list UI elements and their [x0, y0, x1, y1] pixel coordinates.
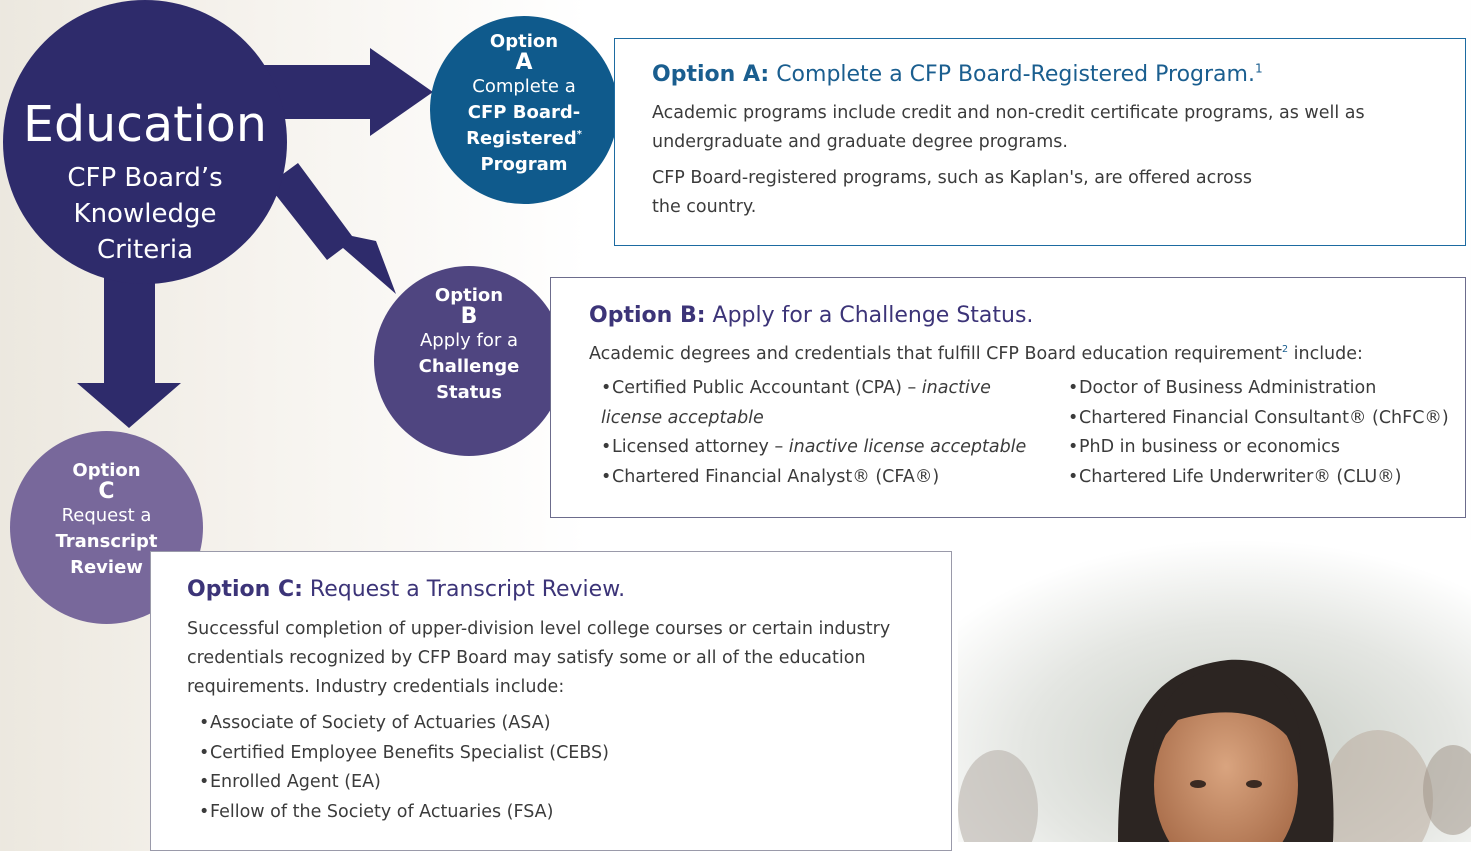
option-b-circle: Option B Apply for a Challenge Status: [374, 266, 564, 456]
list-item: Doctor of Business Administration: [1068, 374, 1463, 404]
text-line: CFP Board-registered programs, such as K…: [652, 168, 1252, 188]
option-a-box: Option A: Complete a CFP Board-Registere…: [614, 38, 1466, 246]
list-item: Chartered Financial Consultant® (ChFC®): [1068, 404, 1463, 434]
list-item: Licensed attorney – inactive license acc…: [601, 433, 1061, 463]
option-c-label: Option: [72, 460, 141, 481]
option-b-label: Option: [434, 285, 504, 306]
option-b-title: Option B: Apply for a Challenge Status.: [589, 302, 1033, 330]
list-item-text: Licensed attorney –: [612, 437, 789, 457]
education-subtitle-line: Knowledge: [73, 199, 217, 229]
list-item: Fellow of the Society of Actuaries (FSA): [199, 798, 609, 828]
list-item-emphasis: inactive: [921, 378, 991, 398]
option-a-circle: Option A Complete a CFP Board- Registere…: [430, 16, 618, 204]
education-subtitle: CFP Board’s Knowledge Criteria: [3, 160, 287, 268]
option-b-intro-text: Academic degrees and credentials that fu…: [589, 344, 1282, 364]
text-line: the country.: [652, 197, 757, 217]
option-b-line: Status: [436, 382, 502, 403]
list-item: PhD in business or economics: [1068, 433, 1463, 463]
option-a-line: CFP Board-: [467, 102, 581, 123]
option-c-paragraph: Successful completion of upper-division …: [187, 615, 890, 702]
list-item: Enrolled Agent (EA): [199, 768, 609, 798]
arrow-to-option-a: [250, 48, 433, 136]
option-b-list-right: Doctor of Business Administration Charte…: [1068, 374, 1463, 492]
option-c-title: Option C: Request a Transcript Review.: [187, 576, 625, 604]
list-item-text: Certified Public Accountant (CPA) –: [612, 378, 922, 398]
option-a-paragraph-1: Academic programs include credit and non…: [652, 99, 1365, 157]
option-c-line: Review: [70, 557, 143, 578]
education-subtitle-line: CFP Board’s: [67, 163, 223, 193]
text-line: Successful completion of upper-division …: [187, 619, 891, 639]
option-b-title-prefix: Option B:: [589, 303, 706, 328]
option-a-line: Registered*: [430, 126, 618, 152]
list-item: Certified Employee Benefits Specialist (…: [199, 739, 609, 769]
footnote-1: 1: [1254, 61, 1263, 76]
list-item: Chartered Life Underwriter® (CLU®): [1068, 463, 1463, 493]
education-circle: Education CFP Board’s Knowledge Criteria: [3, 0, 287, 284]
list-item: Associate of Society of Actuaries (ASA): [199, 709, 609, 739]
list-item: Chartered Financial Analyst® (CFA®): [601, 463, 1061, 493]
option-a-paragraph-2: CFP Board-registered programs, such as K…: [652, 164, 1252, 222]
text-line: credentials recognized by CFP Board may …: [187, 648, 866, 668]
option-a-line: Complete a: [472, 76, 576, 97]
option-a-letter: A: [515, 50, 533, 75]
student-photo: [958, 540, 1471, 842]
option-b-line: Apply for a: [419, 330, 519, 351]
text-line: undergraduate and graduate degree progra…: [652, 132, 1068, 152]
option-c-letter: C: [98, 479, 115, 504]
option-b-list-left: Certified Public Accountant (CPA) – inac…: [601, 374, 1061, 492]
option-a-title-text: Complete a CFP Board-Registered Program.: [776, 62, 1255, 87]
option-c-title-prefix: Option C:: [187, 577, 303, 602]
option-a-title: Option A: Complete a CFP Board-Registere…: [652, 61, 1263, 89]
student-photo-illustration: [958, 540, 1471, 842]
list-item-text: Chartered Financial Analyst® (CFA®): [612, 466, 940, 487]
option-a-asterisk: *: [576, 129, 582, 140]
option-c-list: Associate of Society of Actuaries (ASA) …: [199, 709, 609, 827]
list-item-emphasis: license acceptable: [601, 407, 764, 428]
option-c-box: Option C: Request a Transcript Review. S…: [150, 551, 952, 851]
list-item: Certified Public Accountant (CPA) – inac…: [601, 374, 1061, 433]
education-subtitle-line: Criteria: [96, 235, 194, 265]
option-a-line: Program: [480, 154, 568, 175]
option-a-title-prefix: Option A:: [652, 62, 770, 87]
text-line: Academic programs include credit and non…: [652, 103, 1365, 123]
option-b-letter: B: [460, 304, 478, 329]
text-line: requirements. Industry credentials inclu…: [187, 677, 565, 697]
arrow-to-option-c: [77, 265, 181, 428]
option-b-intro: Academic degrees and credentials that fu…: [589, 340, 1363, 369]
footnote-2: 2: [1281, 344, 1289, 356]
option-c-title-text: Request a Transcript Review.: [309, 577, 626, 602]
option-b-intro-end: include:: [1288, 344, 1363, 364]
list-item-emphasis: inactive license acceptable: [788, 437, 1027, 457]
arrow-to-option-b: [268, 163, 396, 294]
education-title: Education: [23, 96, 267, 153]
option-b-box: Option B: Apply for a Challenge Status. …: [550, 277, 1466, 518]
option-a-label: Option: [489, 31, 559, 52]
option-b-title-text: Apply for a Challenge Status.: [712, 303, 1034, 328]
option-c-circle: Option C Request a Transcript Review: [10, 431, 203, 624]
option-c-line: Transcript: [55, 531, 158, 552]
option-b-line: Challenge: [418, 356, 520, 377]
option-a-line-text: Registered: [466, 128, 577, 149]
option-c-line: Request a: [61, 505, 152, 526]
